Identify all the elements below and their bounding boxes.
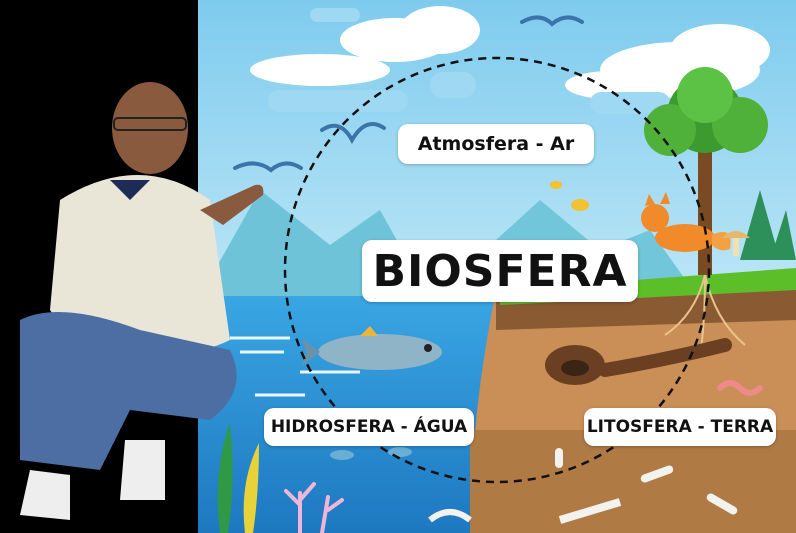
mushrooms-icon [722, 231, 750, 256]
man-photo [20, 82, 264, 520]
atmosphere-label: Atmosfera - Ar [398, 124, 594, 164]
seaweed-icon [217, 423, 259, 533]
mole-burrow-icon [545, 338, 732, 385]
lithosphere-label: LITOSFERA - TERRA [584, 408, 776, 446]
hydrosphere-label: HIDROSFERA - ÁGUA [264, 408, 474, 446]
waves [230, 336, 360, 397]
biosphere-dashed-circle [283, 56, 711, 484]
cloud-shadows [268, 8, 670, 114]
biosphere-title: BIOSFERA [362, 240, 638, 302]
pine-trees-icon [740, 190, 796, 260]
fox-icon [641, 192, 731, 252]
worm-icon [717, 380, 763, 396]
coral-icon [284, 482, 344, 533]
tree-icon [644, 67, 768, 275]
bees-icon [550, 181, 589, 211]
deep-soil [470, 430, 796, 533]
bones-icon [428, 448, 738, 524]
birds-icon [233, 15, 584, 173]
fish-icon [302, 326, 442, 370]
